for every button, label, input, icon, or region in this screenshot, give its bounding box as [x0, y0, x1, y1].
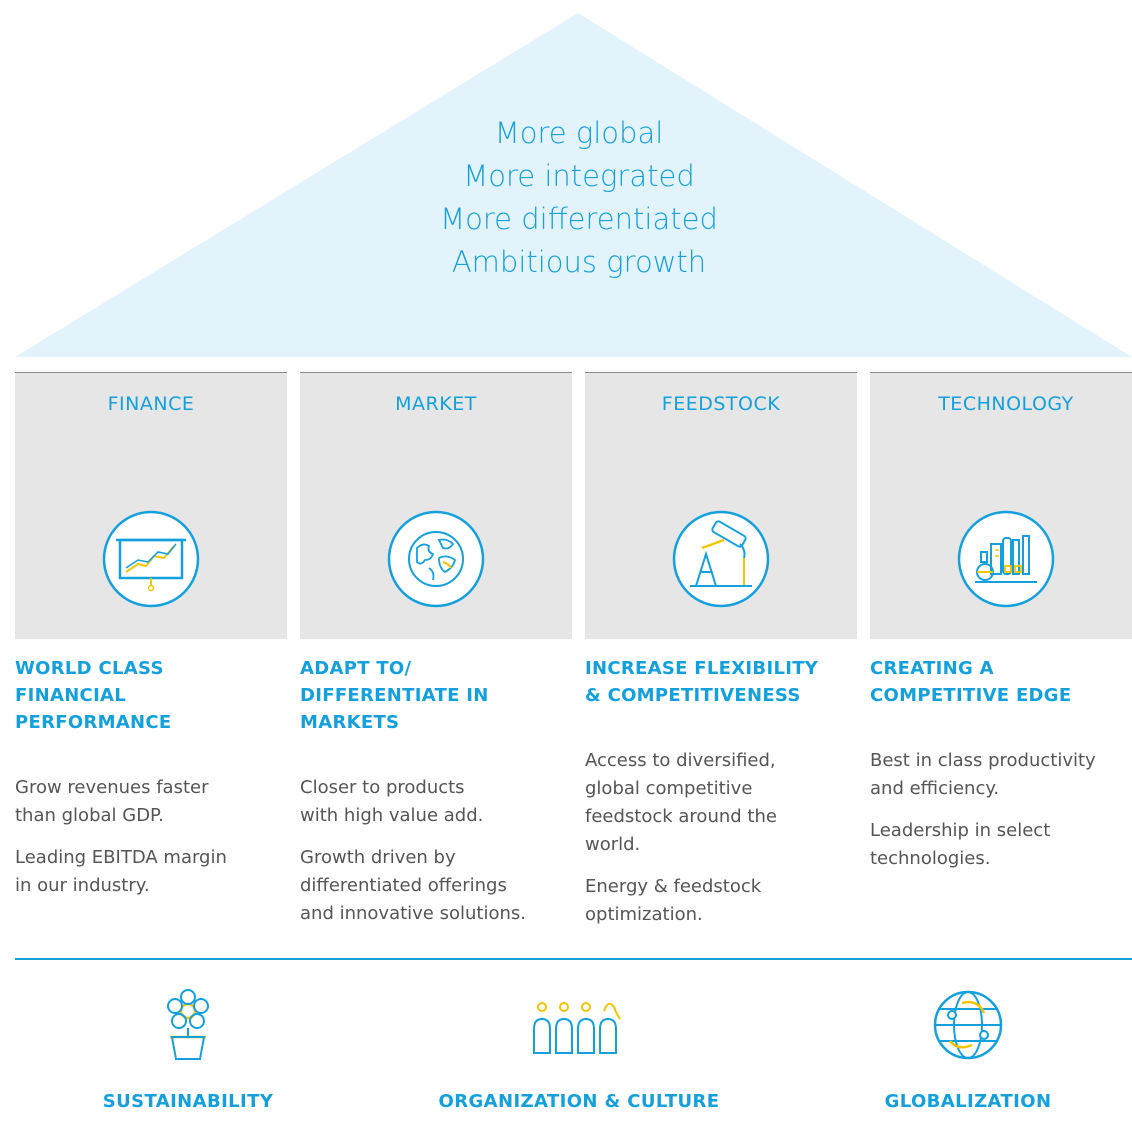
pillar-heading: INCREASE FLEXIBILITY & COMPETITIVENESS	[585, 655, 857, 709]
text-line: differentiated offerings	[300, 875, 507, 896]
pillar-heading: CREATING A COMPETITIVE EDGE	[870, 655, 1132, 709]
text-line: and innovative solutions.	[300, 903, 526, 924]
factory-icon	[957, 510, 1055, 608]
text-line: Leading EBITDA margin	[15, 847, 227, 868]
paragraph: Access to diversified, global competitive…	[585, 747, 857, 859]
paragraph: Leading EBITDA margin in our industry.	[15, 844, 287, 900]
text-line: global competitive	[585, 778, 753, 799]
pillar-box: FEEDSTOCK	[585, 372, 857, 639]
pillar-body: Grow revenues faster than global GDP. Lea…	[15, 774, 287, 900]
paragraph: Best in class productivity and efficiency…	[870, 747, 1132, 803]
heading-line: CREATING A	[870, 658, 994, 679]
text-line: Access to diversified,	[585, 750, 776, 771]
pillar-box: FINANCE	[15, 372, 287, 639]
text-line: Energy & feedstock	[585, 876, 762, 897]
globe-icon	[387, 510, 485, 608]
paragraph: Leadership in select technologies.	[870, 817, 1132, 873]
heading-line: WORLD CLASS	[15, 658, 164, 679]
text-line: world.	[585, 834, 641, 855]
pillar-box: TECHNOLOGY	[870, 372, 1132, 639]
people-group-icon	[533, 1002, 621, 1054]
roof-line: Ambitious growth	[451, 245, 707, 279]
pillar-title: TECHNOLOGY	[938, 393, 1074, 415]
pillar-title: MARKET	[395, 393, 477, 415]
roof-triangle	[15, 13, 1132, 357]
text-line: Leadership in select	[870, 820, 1051, 841]
heading-line: ADAPT TO/	[300, 658, 412, 679]
foundation-label: SUSTAINABILITY	[102, 1091, 274, 1112]
text-line: and efficiency.	[870, 778, 1000, 799]
foundation-sustainability: SUSTAINABILITY	[38, 985, 338, 1112]
globe-arrows-icon	[933, 990, 1003, 1060]
foundation-organization-culture: ORGANIZATION & CULTURE	[429, 985, 729, 1112]
heading-line: PERFORMANCE	[15, 712, 172, 733]
foundation-label: ORGANIZATION & CULTURE	[438, 1091, 720, 1112]
text-line: feedstock around the	[585, 806, 777, 827]
heading-line: DIFFERENTIATE IN	[300, 685, 489, 706]
heading-line: FINANCIAL	[15, 685, 127, 706]
roof-line: More global	[494, 116, 664, 150]
pillar-feedstock: FEEDSTOCK INCREASE FLEXIBILITY & COMPETI…	[585, 372, 857, 943]
oil-pump-icon	[672, 510, 770, 608]
text-line: with high value add.	[300, 805, 484, 826]
paragraph: Closer to products with high value add.	[300, 774, 572, 830]
pillar-body: Access to diversified, global competitive…	[585, 747, 857, 929]
paragraph: Energy & feedstock optimization.	[585, 873, 857, 929]
text-line: in our industry.	[15, 875, 150, 896]
heading-line: & COMPETITIVENESS	[585, 685, 801, 706]
pillar-finance: FINANCE WORLD CLASS FINANCIAL PERFORMANC…	[15, 372, 287, 914]
text-line: Best in class productivity	[870, 750, 1096, 771]
text-line: technologies.	[870, 848, 991, 869]
roof-text: More global More integrated More differe…	[0, 112, 1132, 284]
heading-line: MARKETS	[300, 712, 400, 733]
pillar-title: FINANCE	[107, 393, 195, 415]
pillar-body: Best in class productivity and efficiency…	[870, 747, 1132, 873]
foundation-globalization: GLOBALIZATION	[818, 985, 1118, 1112]
foundation-label: GLOBALIZATION	[884, 1091, 1052, 1112]
foundation-divider	[15, 958, 1132, 960]
text-line: Closer to products	[300, 777, 465, 798]
pillar-heading: WORLD CLASS FINANCIAL PERFORMANCE	[15, 655, 287, 736]
roof-line: More integrated	[463, 159, 695, 193]
pillar-market: MARKET ADAPT TO/ DIFFERENTIATE IN MARKET…	[300, 372, 572, 942]
paragraph: Growth driven by differentiated offerings…	[300, 844, 572, 928]
paragraph: Grow revenues faster than global GDP.	[15, 774, 287, 830]
pillar-body: Closer to products with high value add. G…	[300, 774, 572, 928]
pillar-box: MARKET	[300, 372, 572, 639]
text-line: Growth driven by	[300, 847, 456, 868]
heading-line: INCREASE FLEXIBILITY	[585, 658, 819, 679]
roof-line: More differentiated	[440, 202, 718, 236]
pillar-heading: ADAPT TO/ DIFFERENTIATE IN MARKETS	[300, 655, 572, 736]
text-line: than global GDP.	[15, 805, 164, 826]
heading-line: COMPETITIVE EDGE	[870, 685, 1072, 706]
flower-pot-icon	[167, 989, 209, 1060]
pillar-technology: TECHNOLOGY CREATING A COMPETITIVE EDGE B…	[870, 372, 1132, 887]
text-line: Grow revenues faster	[15, 777, 209, 798]
presentation-chart-icon	[102, 510, 200, 608]
pillar-title: FEEDSTOCK	[661, 393, 781, 415]
text-line: optimization.	[585, 904, 703, 925]
